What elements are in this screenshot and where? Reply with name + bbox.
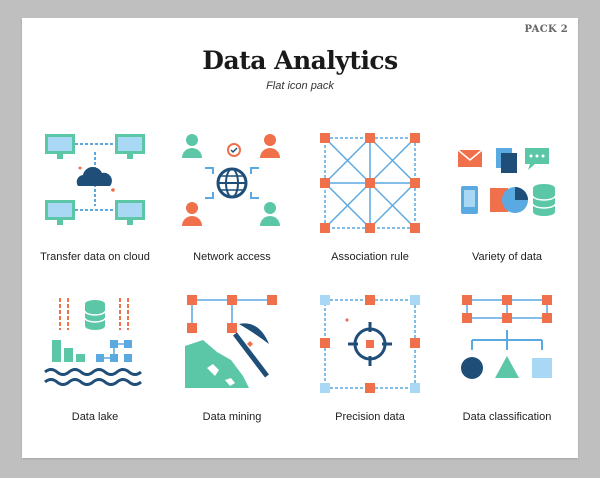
data-variety-icon bbox=[452, 128, 562, 238]
caption-data-mining: Data mining bbox=[202, 411, 262, 423]
caption-variety-of-data: Variety of data bbox=[471, 251, 543, 263]
caption-data-lake: Data lake bbox=[71, 411, 119, 423]
target-crosshair-icon bbox=[315, 288, 425, 398]
network-globe-icon bbox=[177, 128, 287, 238]
caption-network-access: Network access bbox=[193, 251, 271, 263]
caption-transfer-data: Transfer data on cloud bbox=[40, 251, 150, 263]
pack-label: PACK 2 bbox=[524, 24, 568, 35]
node-graph-icon bbox=[315, 128, 425, 238]
caption-precision-data: Precision data bbox=[335, 411, 405, 423]
caption-association-rule: Association rule bbox=[331, 251, 409, 263]
pickaxe-mining-icon bbox=[177, 288, 287, 398]
page-subtitle: Flat icon pack bbox=[266, 80, 334, 92]
icon-pack-card: PACK 2 Data Analytics Flat icon pack Tra… bbox=[22, 18, 578, 458]
classification-tree-icon bbox=[452, 288, 562, 398]
cloud-transfer-icon bbox=[40, 128, 150, 238]
page-title: Data Analytics bbox=[202, 46, 398, 75]
data-lake-icon bbox=[40, 288, 150, 398]
caption-data-classification: Data classification bbox=[462, 411, 552, 423]
